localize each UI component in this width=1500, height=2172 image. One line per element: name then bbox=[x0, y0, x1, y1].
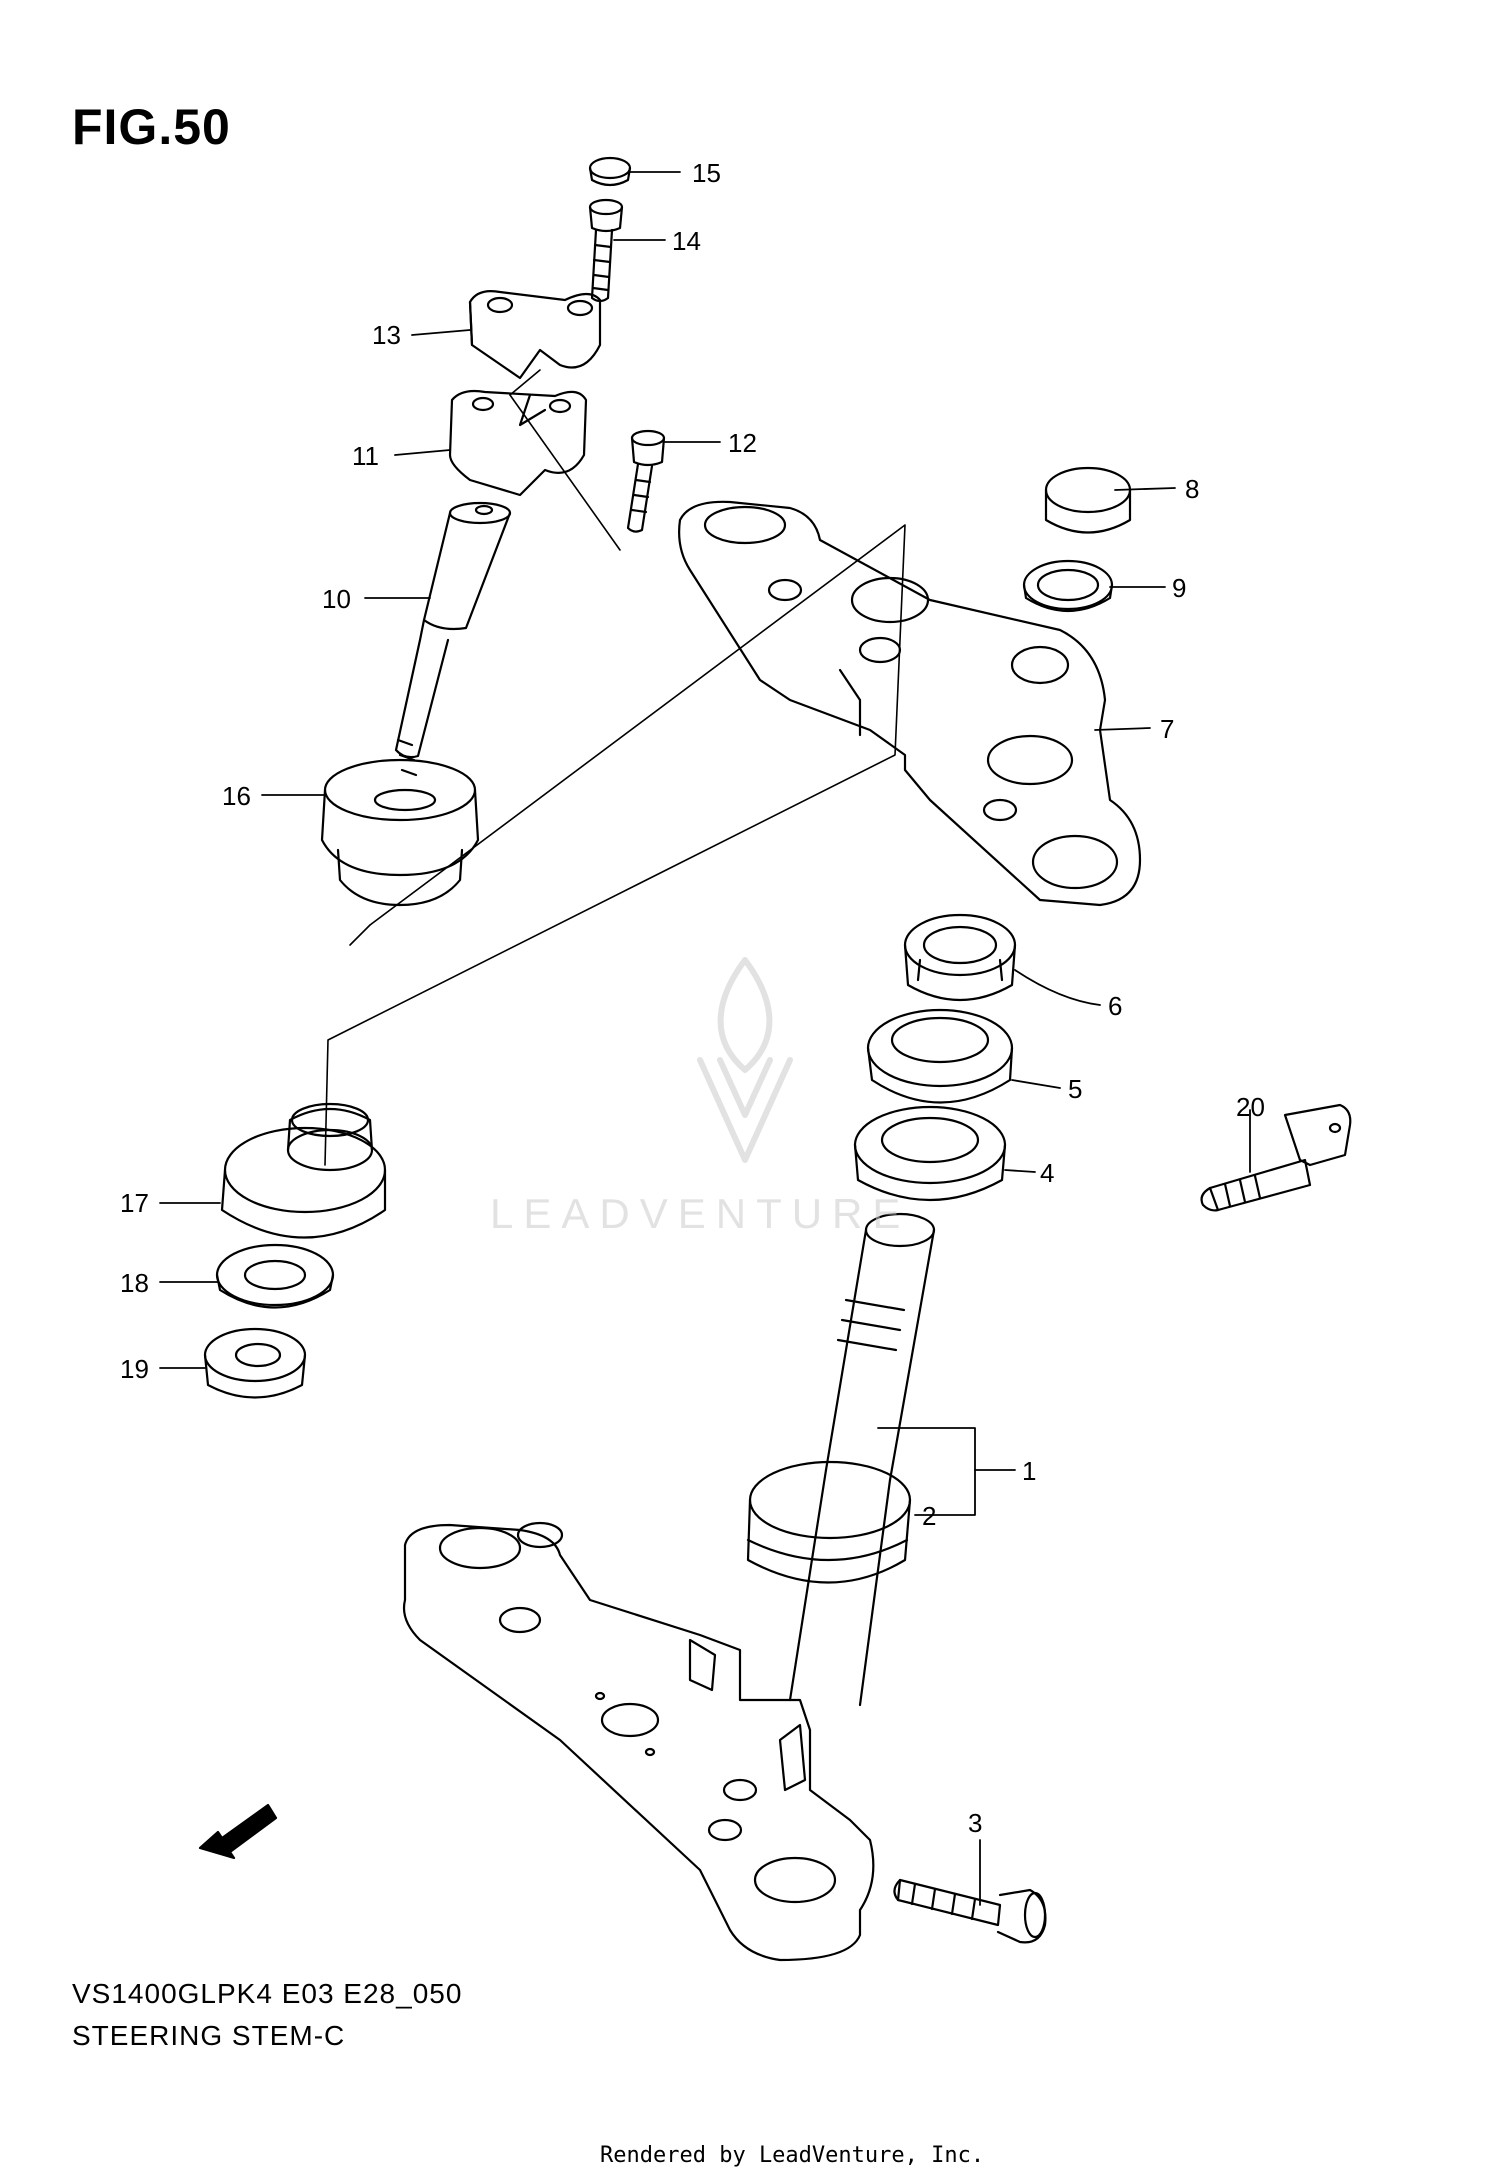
render-credit: Rendered by LeadVenture, Inc. bbox=[600, 2143, 985, 2168]
part-12-bolt bbox=[626, 429, 666, 533]
leader-8 bbox=[1114, 487, 1176, 491]
leader-lines bbox=[159, 171, 1251, 1906]
part-19-nut bbox=[203, 1327, 307, 1399]
figure-title: FIG.50 bbox=[72, 99, 231, 155]
diagram-code: VS1400GLPK4 E03 E28_050 bbox=[72, 1978, 463, 2009]
callout-19: 19 bbox=[120, 1354, 149, 1384]
callout-14: 14 bbox=[672, 226, 701, 256]
callout-2: 2 bbox=[922, 1501, 937, 1531]
part-9-washer bbox=[1022, 559, 1114, 613]
callout-10: 10 bbox=[322, 584, 351, 614]
part-5-dust-seal bbox=[866, 1008, 1014, 1104]
leader-6 bbox=[1014, 969, 1101, 1006]
leader-7 bbox=[1094, 727, 1151, 731]
part-2-bearing bbox=[746, 1460, 912, 1584]
callout-11: 11 bbox=[352, 441, 379, 471]
diagram-name: STEERING STEM-C bbox=[72, 2020, 346, 2051]
callout-15: 15 bbox=[692, 158, 721, 188]
callout-3: 3 bbox=[968, 1808, 983, 1838]
leader-4 bbox=[1004, 1169, 1036, 1173]
part-17-lower-bearing bbox=[220, 1102, 387, 1239]
callout-12: 12 bbox=[728, 428, 757, 458]
callout-8: 8 bbox=[1185, 474, 1200, 504]
lower-bracket bbox=[402, 1521, 875, 1962]
callout-7: 7 bbox=[1160, 714, 1175, 744]
callout-13: 13 bbox=[372, 320, 401, 350]
part-18-washer bbox=[215, 1243, 335, 1309]
part-6-steering-nut bbox=[903, 913, 1017, 1001]
callout-16: 16 bbox=[222, 781, 251, 811]
leader-1-top bbox=[877, 1427, 976, 1471]
assembly-guide-lines bbox=[324, 369, 906, 1166]
callout-4: 4 bbox=[1040, 1158, 1055, 1188]
part-15-cap bbox=[588, 156, 632, 187]
callout-20: 20 bbox=[1236, 1092, 1265, 1122]
part-4-bearing bbox=[853, 1105, 1007, 1201]
callout-9: 9 bbox=[1172, 573, 1187, 603]
part-11-lower-holder bbox=[448, 389, 588, 497]
part-14-bolt bbox=[588, 198, 624, 303]
callout-17: 17 bbox=[120, 1188, 149, 1218]
callout-18: 18 bbox=[120, 1268, 149, 1298]
part-1-steering-stem bbox=[788, 1212, 936, 1707]
leader-1-bottom bbox=[914, 1469, 976, 1516]
callout-6: 6 bbox=[1108, 991, 1123, 1021]
callout-1: 1 bbox=[1022, 1456, 1037, 1486]
part-13-upper-holder bbox=[468, 290, 602, 380]
part-10-damper bbox=[394, 501, 512, 777]
leader-5 bbox=[1011, 1079, 1061, 1089]
callout-5: 5 bbox=[1068, 1074, 1083, 1104]
part-8-cap bbox=[1044, 466, 1132, 534]
watermark-text: LEADVENTURE bbox=[490, 1190, 911, 1237]
part-20-switch bbox=[1200, 1103, 1352, 1212]
part-7-upper-bracket bbox=[678, 500, 1142, 907]
part-16-damper-rubber bbox=[320, 758, 480, 907]
part-3-bolt bbox=[893, 1878, 1047, 1944]
fwd-arrow-icon bbox=[198, 1803, 278, 1860]
watermark-logo bbox=[697, 957, 793, 1163]
leader-13 bbox=[411, 329, 471, 336]
leader-11 bbox=[394, 449, 451, 456]
